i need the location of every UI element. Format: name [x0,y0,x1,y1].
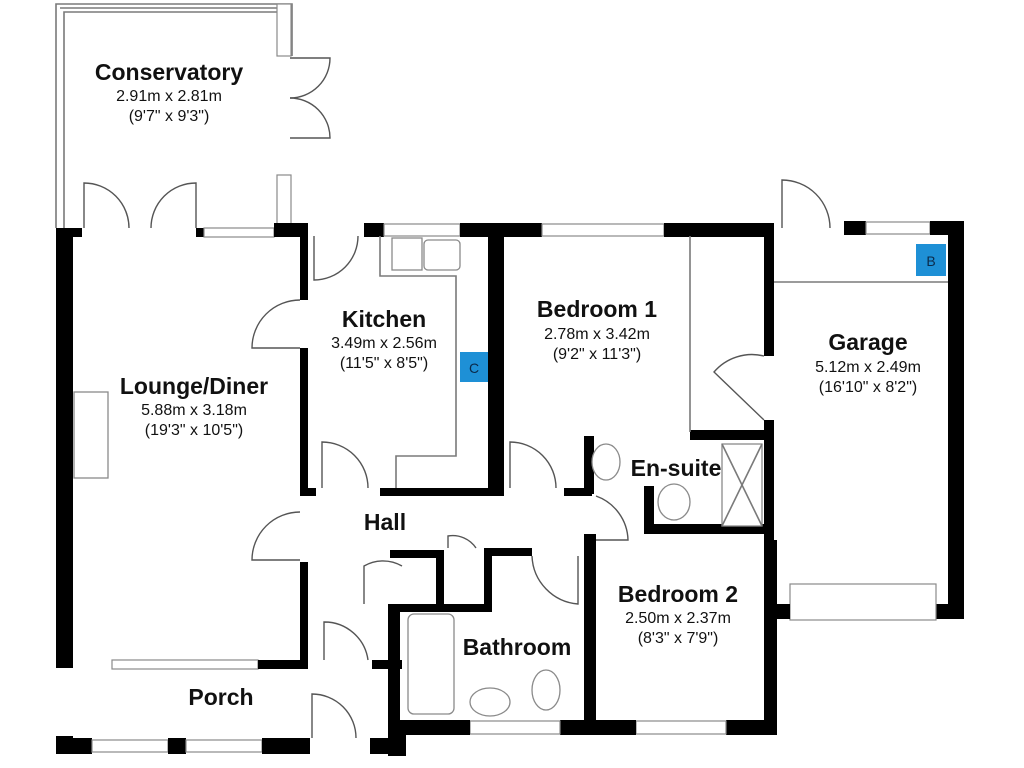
door-swings [251,179,831,739]
room-name: En-suite [631,455,722,481]
room-name: Bathroom [463,634,572,660]
conservatory-french-doors [83,57,331,229]
cylinder-marker: C [460,352,488,382]
room-imperial: (11'5" x 8'5") [340,355,428,372]
room-ensuite: En-suite [631,455,722,481]
room-hall: Hall [364,509,406,535]
boiler-marker: B [916,244,946,276]
room-imperial: (19'3" x 10'5") [145,422,243,439]
bathroom-toilet [531,669,561,711]
room-metric: 2.78m x 3.42m [544,326,650,343]
fireplace [73,391,109,479]
room-imperial: (9'7" x 9'3") [129,108,210,125]
bath [407,613,455,715]
room-name: Porch [188,684,253,710]
room-imperial: (9'2" x 11'3") [553,346,641,363]
interior-walls [111,228,774,734]
room-metric: 3.49m x 2.56m [331,335,437,352]
conservatory-walls [55,3,293,228]
ensuite-toilet [657,483,691,521]
room-bedroom-2: Bedroom 2 2.50m x 2.37m (8'3" x 7'9") [618,581,738,647]
drainer [391,237,423,271]
room-conservatory: Conservatory 2.91m x 2.81m (9'7" x 9'3") [95,59,243,125]
room-name: Bedroom 1 [537,296,657,322]
room-metric: 2.91m x 2.81m [116,88,222,105]
cylinder-marker-label: C [469,360,479,376]
room-metric: 5.12m x 2.49m [815,359,921,376]
room-porch: Porch [188,684,253,710]
room-bedroom-1: Bedroom 1 2.78m x 3.42m (9'2" x 11'3") [537,296,657,363]
ensuite-basin [591,443,621,481]
bathroom-basin [469,687,511,717]
fixtures [73,236,948,717]
room-imperial: (8'3" x 7'9") [638,630,719,647]
boiler-marker-label: B [926,253,935,269]
room-bathroom: Bathroom [463,634,572,660]
room-name: Lounge/Diner [120,373,268,399]
room-lounge: Lounge/Diner 5.88m x 3.18m (19'3" x 10'5… [120,373,268,439]
room-name: Garage [828,329,907,355]
exterior-walls [56,221,964,756]
room-name: Bedroom 2 [618,581,738,607]
room-metric: 5.88m x 3.18m [141,402,247,419]
room-imperial: (16'10" x 8'2") [819,379,917,396]
room-name: Kitchen [342,306,426,332]
room-garage: Garage 5.12m x 2.49m (16'10" x 8'2") [815,329,921,396]
room-name: Conservatory [95,59,243,85]
room-kitchen: Kitchen 3.49m x 2.56m (11'5" x 8'5") [331,306,437,372]
room-name: Hall [364,509,406,535]
room-metric: 2.50m x 2.37m [625,610,731,627]
kitchen-sink [423,239,461,271]
